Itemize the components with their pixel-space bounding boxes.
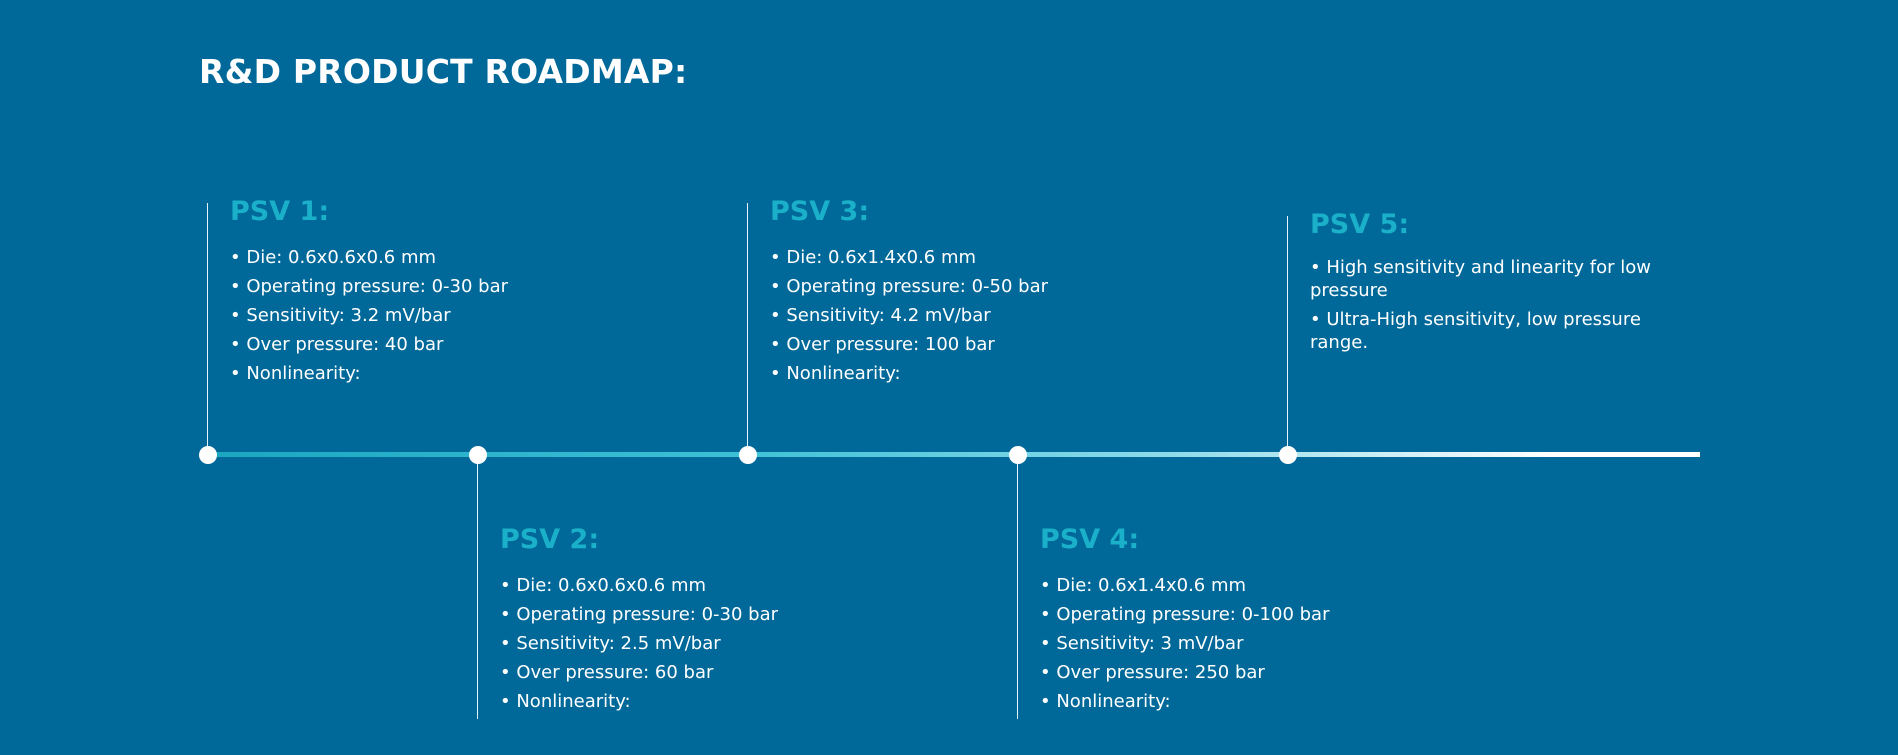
spec-item: • Die: 0.6x1.4x0.6 mm: [1040, 575, 1247, 596]
milestone-spec-list: • Die: 0.6x0.6x0.6 mm • Operating pressu…: [500, 571, 778, 716]
spec-item: • Nonlinearity:: [1040, 691, 1171, 712]
spec-item: • Sensitivity: 2.5 mV/bar: [500, 633, 721, 654]
spec-item: • Over pressure: 60 bar: [500, 662, 714, 683]
milestone-psv-1: PSV 1: • Die: 0.6x0.6x0.6 mm • Operating…: [230, 196, 508, 388]
milestone-title: PSV 4:: [1040, 524, 1140, 555]
spec-item: • Over pressure: 100 bar: [770, 334, 995, 355]
milestone-spec-list: • High sensitivity and linearity for low…: [1310, 256, 1660, 354]
milestone-spec-list: • Die: 0.6x0.6x0.6 mm • Operating pressu…: [230, 243, 508, 388]
spec-item: • Operating pressure: 0-50 bar: [770, 276, 1049, 297]
connector-psv-2: [477, 456, 478, 719]
spec-item: • Die: 0.6x0.6x0.6 mm: [230, 247, 437, 268]
timeline-line: [208, 452, 1700, 457]
milestone-spec-list: • Die: 0.6x1.4x0.6 mm • Operating pressu…: [1040, 571, 1329, 716]
milestone-title: PSV 2:: [500, 524, 600, 555]
connector-psv-1: [207, 203, 208, 454]
timeline-node-psv-2: [469, 446, 487, 464]
spec-item: • Nonlinearity:: [500, 691, 631, 712]
spec-item: • Sensitivity: 4.2 mV/bar: [770, 305, 991, 326]
timeline-node-psv-3: [739, 446, 757, 464]
connector-psv-5: [1287, 216, 1288, 454]
spec-item: • Over pressure: 40 bar: [230, 334, 444, 355]
connector-psv-4: [1017, 456, 1018, 719]
milestone-title: PSV 5:: [1310, 209, 1410, 240]
spec-item: • Sensitivity: 3 mV/bar: [1040, 633, 1244, 654]
spec-item: • Die: 0.6x0.6x0.6 mm: [500, 575, 707, 596]
milestone-title: PSV 3:: [770, 196, 870, 227]
timeline-node-psv-1: [199, 446, 217, 464]
timeline-node-psv-4: [1009, 446, 1027, 464]
connector-psv-3: [747, 203, 748, 454]
spec-item: • Operating pressure: 0-30 bar: [500, 604, 779, 625]
spec-item: • Ultra-High sensitivity, low pressure r…: [1310, 309, 1641, 353]
spec-item: • Nonlinearity:: [770, 363, 901, 384]
milestone-psv-4: PSV 4: • Die: 0.6x1.4x0.6 mm • Operating…: [1040, 524, 1329, 716]
spec-item: • Nonlinearity:: [230, 363, 361, 384]
milestone-title: PSV 1:: [230, 196, 330, 227]
milestone-psv-3: PSV 3: • Die: 0.6x1.4x0.6 mm • Operating…: [770, 196, 1048, 388]
timeline-node-psv-5: [1279, 446, 1297, 464]
spec-item: • Operating pressure: 0-30 bar: [230, 276, 509, 297]
milestone-psv-5: PSV 5: • High sensitivity and linearity …: [1310, 209, 1660, 360]
milestone-spec-list: • Die: 0.6x1.4x0.6 mm • Operating pressu…: [770, 243, 1048, 388]
spec-item: • Sensitivity: 3.2 mV/bar: [230, 305, 451, 326]
spec-item: • Die: 0.6x1.4x0.6 mm: [770, 247, 977, 268]
page-title: R&D PRODUCT ROADMAP:: [199, 52, 688, 91]
spec-item: • Operating pressure: 0-100 bar: [1040, 604, 1330, 625]
spec-item: • Over pressure: 250 bar: [1040, 662, 1265, 683]
milestone-psv-2: PSV 2: • Die: 0.6x0.6x0.6 mm • Operating…: [500, 524, 778, 716]
spec-item: • High sensitivity and linearity for low…: [1310, 257, 1651, 301]
